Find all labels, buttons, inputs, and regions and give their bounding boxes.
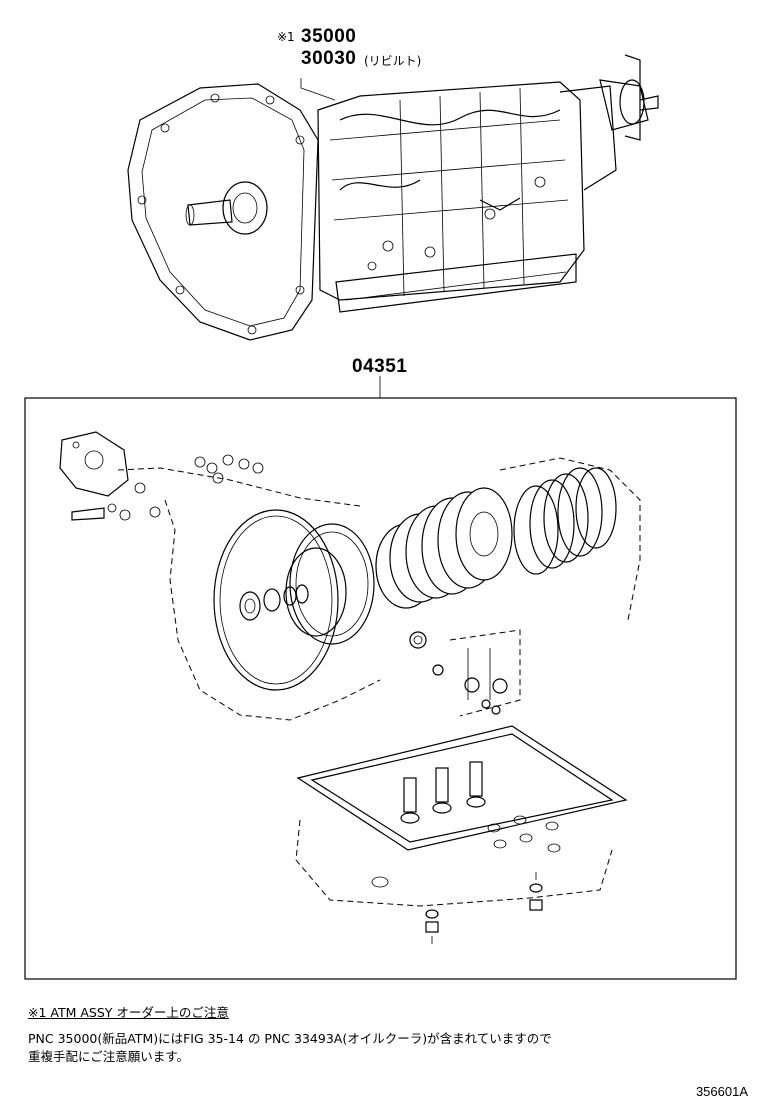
transmission-assembly-drawing: [127, 54, 659, 341]
kit-part-number[interactable]: 04351: [352, 356, 408, 377]
assy-part-number-new[interactable]: 35000: [301, 26, 357, 47]
note-title: ※1 ATM ASSY オーダー上のご注意: [28, 1005, 229, 1020]
note-line-1: PNC 35000(新品ATM)にはFIG 35-14 の PNC 33493A…: [28, 1031, 552, 1046]
rebuilt-note: (リビルト): [364, 54, 422, 68]
figure-code: 356601A: [695, 1084, 748, 1099]
kit-frame: [24, 397, 737, 980]
assy-part-number-rebuilt[interactable]: 30030: [301, 48, 357, 69]
assy-mark: ※1: [277, 30, 295, 44]
overhaul-kit-drawing: [59, 431, 641, 944]
note-line-2: 重複手配にご注意願います。: [28, 1049, 190, 1064]
